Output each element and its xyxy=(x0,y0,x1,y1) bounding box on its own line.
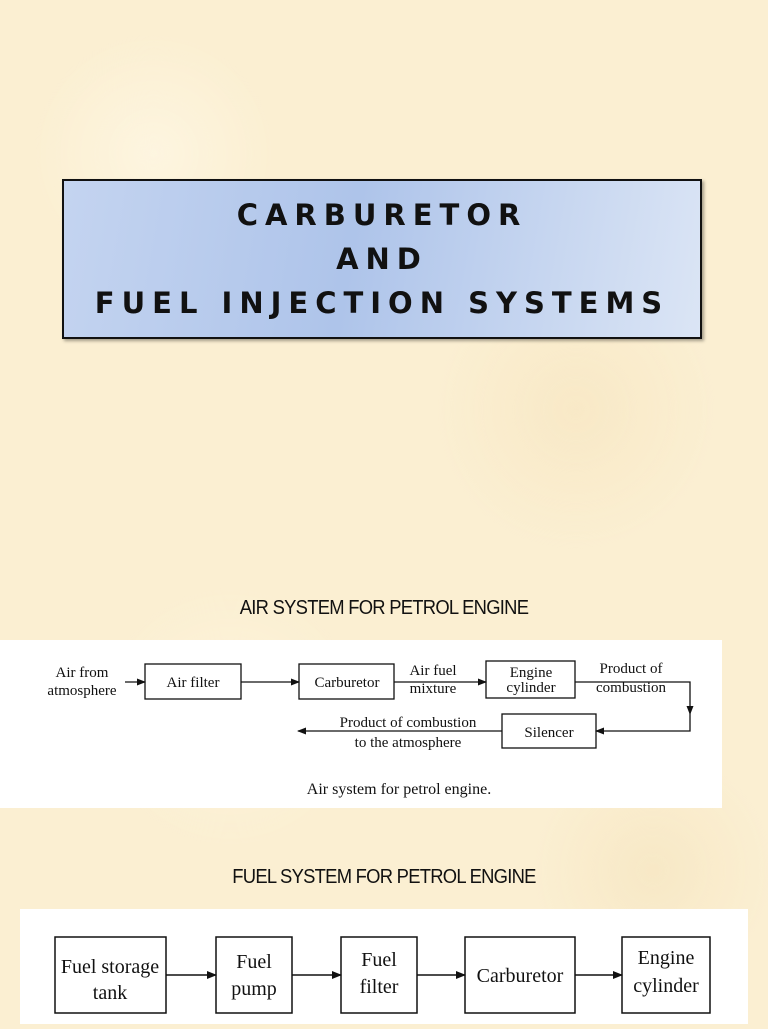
arrow-engine-to-down xyxy=(575,681,694,715)
title-line-1: CARBURETOR xyxy=(236,198,528,232)
atmosphere-label: atmosphere xyxy=(47,683,116,699)
filter-label: filter xyxy=(360,976,399,998)
title-line-2: AND xyxy=(336,242,428,276)
carburetor-label: Carburetor xyxy=(315,675,380,691)
fuel-engine-label: Engine xyxy=(638,947,695,969)
combustion-label: combustion xyxy=(596,680,666,696)
air-filter-label: Air filter xyxy=(167,675,220,691)
fuel-system-heading: FUEL SYSTEM FOR PETROL ENGINE xyxy=(232,866,536,888)
fuel-carburetor-label: Carburetor xyxy=(477,965,564,987)
title-box: CARBURETOR AND FUEL INJECTION SYSTEMS xyxy=(62,179,702,339)
mixture-label: mixture xyxy=(410,681,457,697)
air-system-caption: Air system for petrol engine. xyxy=(307,781,491,798)
fuel-label-filter: Fuel xyxy=(361,949,397,971)
tank-label: tank xyxy=(93,982,127,1004)
title-line-3: FUEL INJECTION SYSTEMS xyxy=(94,286,670,320)
fuel-storage-label: Fuel storage xyxy=(61,956,159,978)
pump-label: pump xyxy=(231,978,277,1000)
to-the-atmosphere-label: to the atmosphere xyxy=(355,735,462,751)
arrow-to-silencer xyxy=(595,714,691,735)
fuel-system-diagram-panel: Fuel storage tank Fuel pump Fuel filter … xyxy=(20,909,748,1024)
silencer-label: Silencer xyxy=(524,725,573,741)
fuel-system-diagram: Fuel storage tank Fuel pump Fuel filter … xyxy=(54,936,711,1014)
fuel-cylinder-label: cylinder xyxy=(633,975,699,997)
air-system-heading: AIR SYSTEM FOR PETROL ENGINE xyxy=(239,597,529,619)
fuel-label-pump: Fuel xyxy=(236,951,272,973)
cylinder-label: cylinder xyxy=(506,680,555,696)
product-of-label: Product of xyxy=(600,661,663,677)
fuel-pump-box xyxy=(215,936,293,1014)
air-system-diagram-panel: Air from atmosphere Air filter Carbureto… xyxy=(0,640,722,808)
air-fuel-label: Air fuel xyxy=(409,663,456,679)
air-system-diagram: Air from atmosphere Air filter Carbureto… xyxy=(47,660,694,798)
engine-label: Engine xyxy=(510,665,553,681)
air-from-label: Air from xyxy=(56,665,109,681)
product-of-combustion-label: Product of combustion xyxy=(340,715,477,731)
